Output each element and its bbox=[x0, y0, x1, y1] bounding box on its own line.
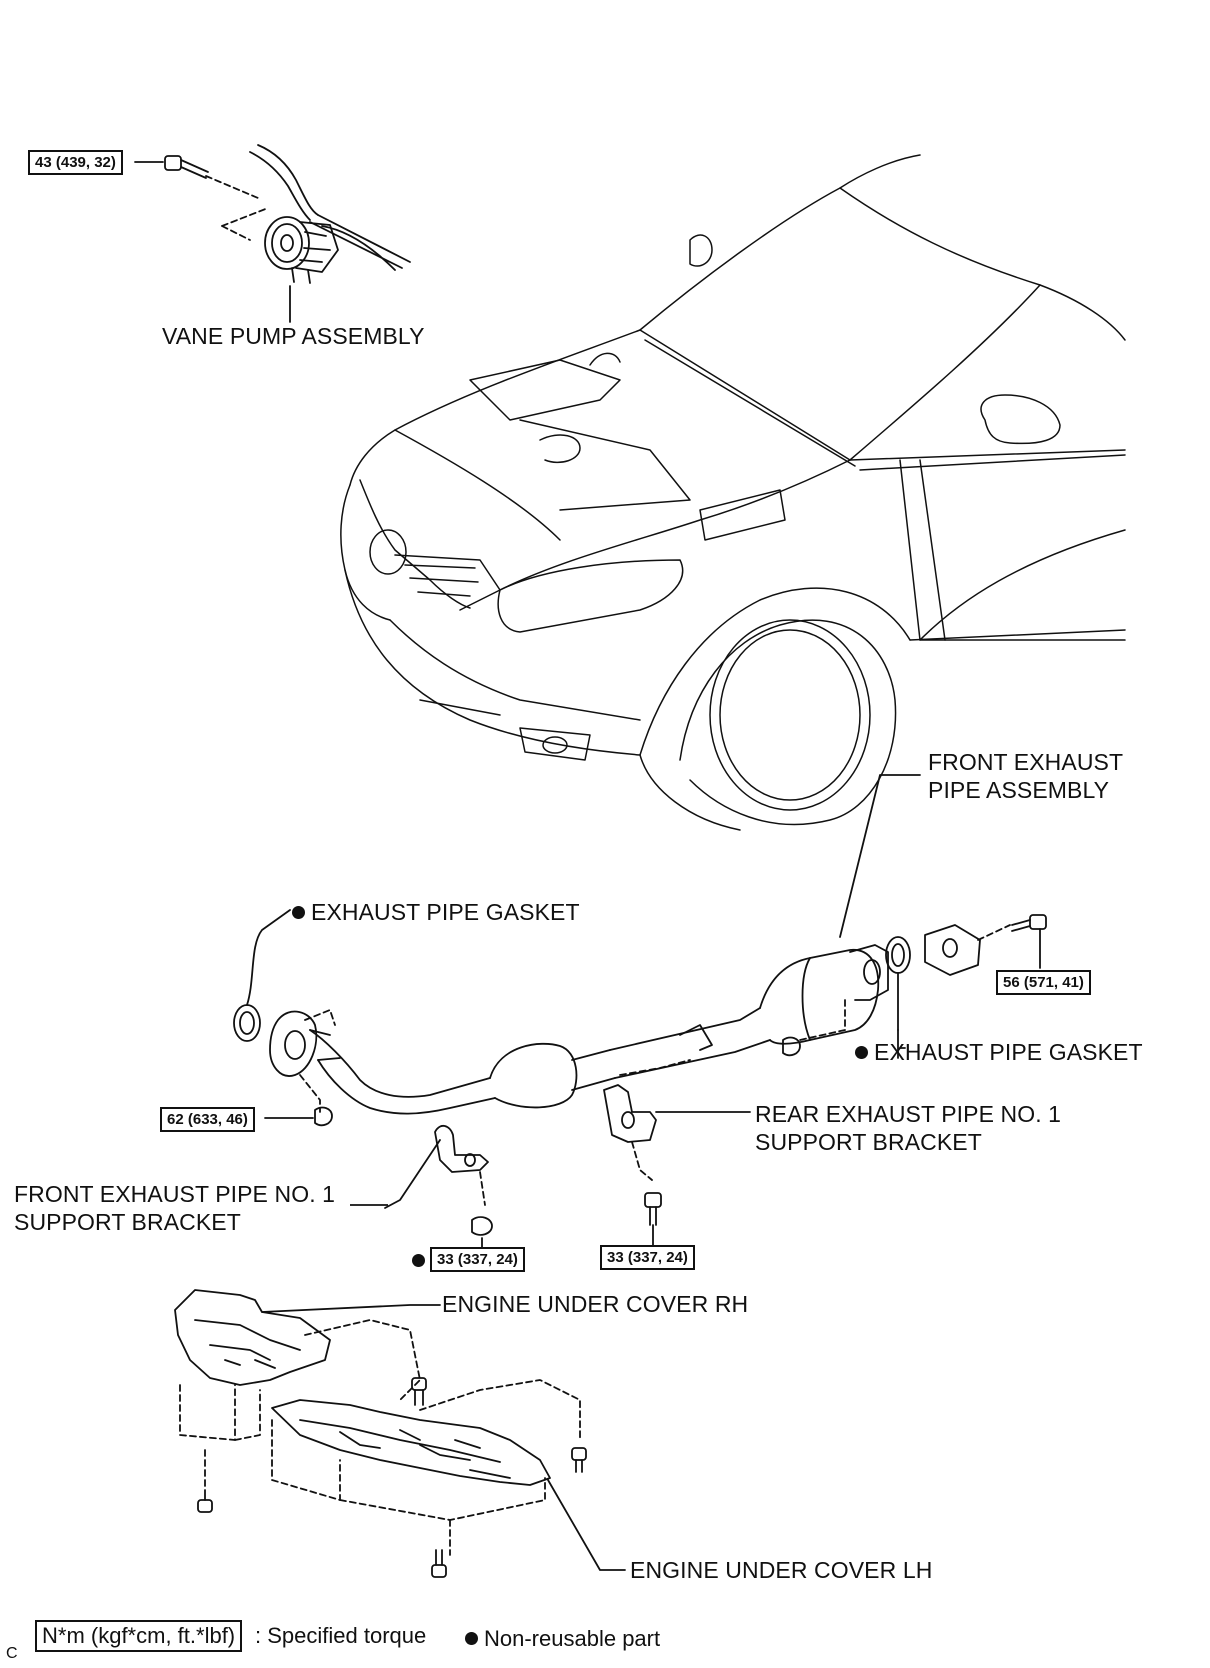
under-covers-drawing bbox=[174, 1289, 626, 1578]
torque-front-bracket-nut: 33 (337, 24) bbox=[430, 1247, 525, 1272]
brackets-drawing bbox=[384, 1059, 751, 1259]
label-engine-under-cover-rh: ENGINE UNDER COVER RH bbox=[442, 1291, 749, 1317]
label-front-exhaust-pipe-assembly: FRONT EXHAUST PIPE ASSEMBLY bbox=[928, 749, 1124, 803]
vane-pump-drawing bbox=[134, 144, 411, 323]
gasket-right-text: EXHAUST PIPE GASKET bbox=[874, 1039, 1143, 1065]
label-engine-under-cover-lh: ENGINE UNDER COVER LH bbox=[630, 1557, 933, 1583]
torque-vane-pump-bolt: 43 (439, 32) bbox=[28, 150, 123, 175]
label-vane-pump-assembly: VANE PUMP ASSEMBLY bbox=[162, 323, 425, 349]
nonreusable-mark-bracket-nut bbox=[412, 1254, 425, 1267]
vehicle-drawing bbox=[340, 154, 1126, 831]
torque-rear-bracket-bolt: 33 (337, 24) bbox=[600, 1245, 695, 1270]
legend-torque-desc: : Specified torque bbox=[255, 1623, 427, 1648]
gasket-upper-text: EXHAUST PIPE GASKET bbox=[311, 899, 580, 925]
label-front-exhaust-pipe-bracket: FRONT EXHAUST PIPE NO. 1 SUPPORT BRACKET bbox=[14, 1181, 336, 1235]
legend-torque-unit: N*m (kgf*cm, ft.*lbf) bbox=[35, 1620, 243, 1652]
label-exhaust-pipe-gasket-right: EXHAUST PIPE GASKET bbox=[855, 1038, 1143, 1066]
front-bracket-leader bbox=[350, 1204, 388, 1206]
label-rear-exhaust-pipe-bracket: REAR EXHAUST PIPE NO. 1 SUPPORT BRACKET bbox=[755, 1101, 1062, 1155]
legend-nonreusable-text: Non-reusable part bbox=[484, 1626, 661, 1651]
torque-flange-bolt: 56 (571, 41) bbox=[996, 970, 1091, 995]
nonreusable-mark bbox=[292, 906, 305, 919]
torque-front-nut: 62 (633, 46) bbox=[160, 1107, 255, 1132]
footer-code: C bbox=[6, 1645, 18, 1662]
legend-nonreusable: Non-reusable part bbox=[465, 1625, 660, 1653]
legend-dot bbox=[465, 1632, 478, 1645]
nonreusable-mark bbox=[855, 1046, 868, 1059]
exhaust-pipe-drawing bbox=[233, 774, 1047, 1127]
label-exhaust-pipe-gasket-upper: EXHAUST PIPE GASKET bbox=[292, 898, 580, 926]
